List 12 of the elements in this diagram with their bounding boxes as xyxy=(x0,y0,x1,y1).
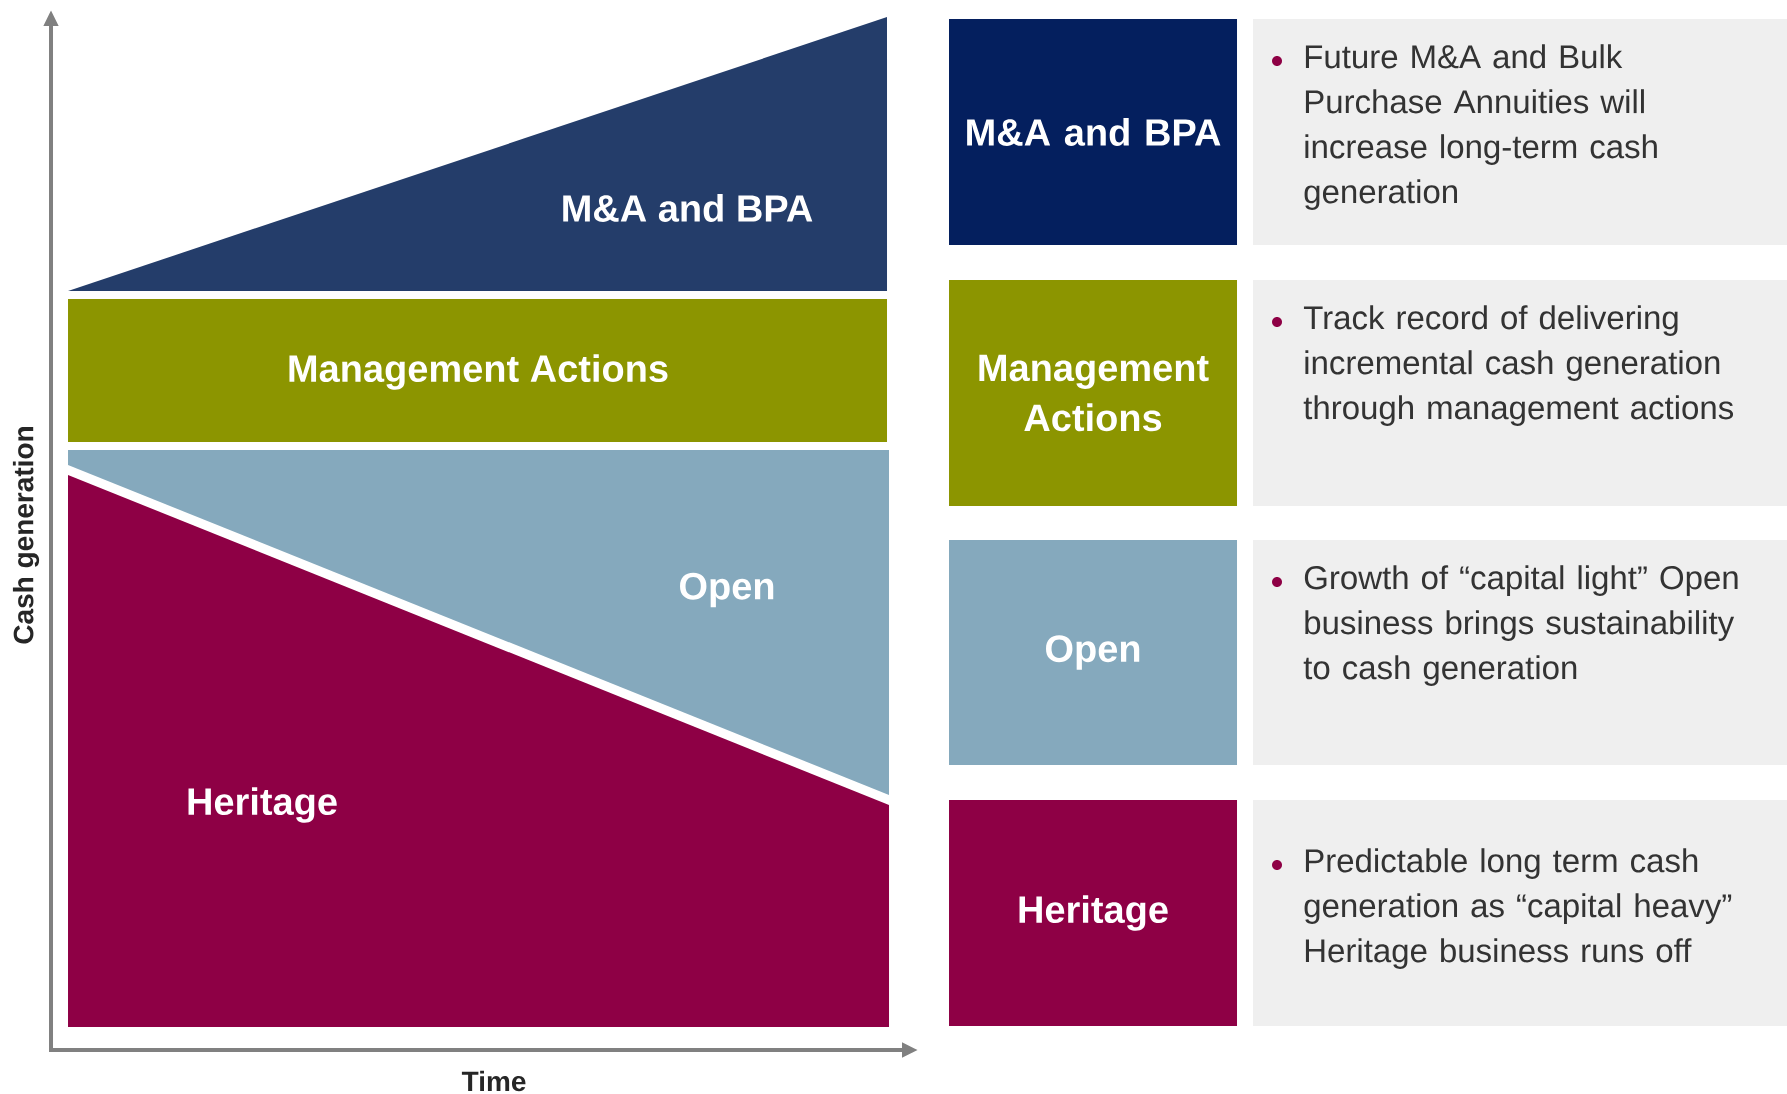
band-area: Management Actions xyxy=(68,299,887,442)
axis-label: Time xyxy=(461,1070,526,1092)
axis-label: Cash generation xyxy=(12,427,40,644)
category-box: Heritage xyxy=(949,800,1237,1026)
category-box: M&A and BPA xyxy=(949,19,1237,245)
triangle-area: M&A and BPA xyxy=(68,17,887,291)
category-box: Open xyxy=(949,540,1237,765)
description-box: Track record of delivering incremental cash generation through management actions xyxy=(1253,280,1787,506)
description-box: Future M&A and Bulk Purchase Annuities will increase long-term cash generation xyxy=(1253,19,1787,245)
description-box: Growth of “capital light” Open business brings sustainability to cash generation xyxy=(1253,540,1787,765)
category-box: Management Actions xyxy=(949,280,1237,506)
description-box: Predictable long term cash generation as “capital heavy” Heritage business runs off xyxy=(1253,800,1787,1026)
